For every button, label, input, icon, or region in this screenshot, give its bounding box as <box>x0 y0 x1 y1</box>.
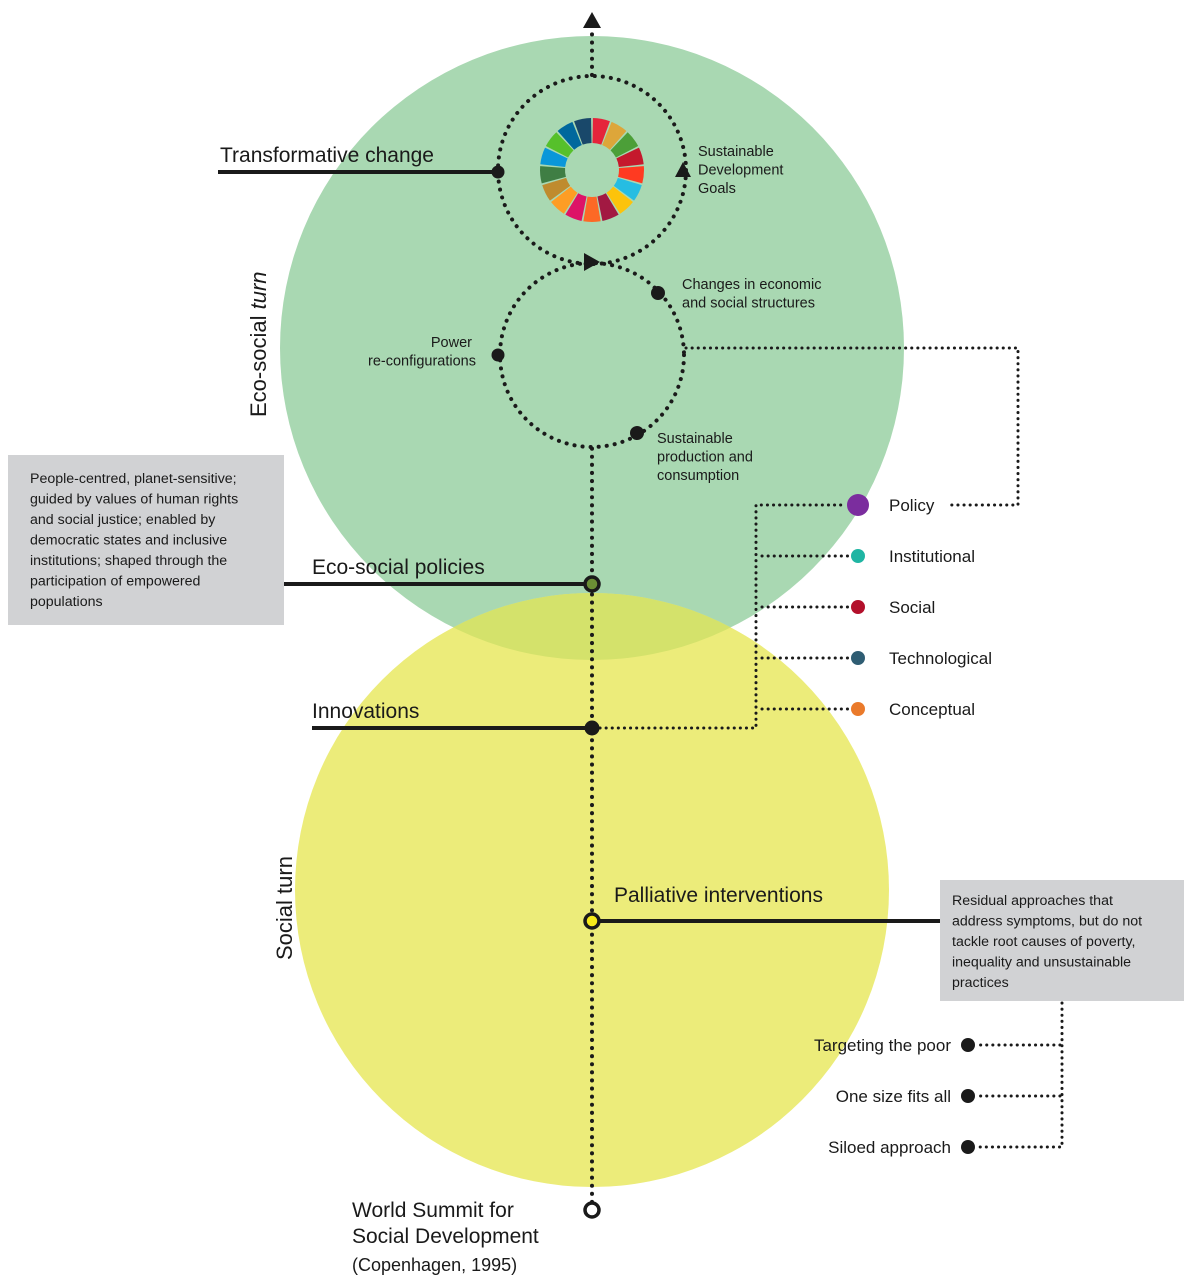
sdg-wheel-segment <box>542 177 571 201</box>
structural-change-loop <box>498 261 686 449</box>
innovation-type-label: Social <box>889 598 935 617</box>
innovation-type-label: Conceptual <box>889 700 975 719</box>
sdg-wheel-segment <box>606 186 633 214</box>
sdg-wheel-segment <box>540 166 566 184</box>
innovation-type-label: Technological <box>889 649 992 668</box>
sdg-wheel-segment <box>557 121 582 150</box>
residual-connector <box>976 1001 1064 1149</box>
residual-approach-label: One size fits all <box>836 1087 951 1106</box>
sdg-wheel-segment <box>545 132 574 158</box>
arrow-up-icon <box>583 12 601 28</box>
social-dot-icon <box>851 600 865 614</box>
eco-social-policies-box <box>8 455 284 625</box>
sdg-wheel-segment <box>583 196 601 222</box>
production-consumption-label: Sustainable production and consumption <box>657 431 757 484</box>
palliative-node <box>583 912 601 930</box>
social-circle <box>295 593 889 1187</box>
sdg-label: Sustainable Development Goals <box>698 144 787 197</box>
innovation-type-label: Institutional <box>889 547 975 566</box>
siloed-node <box>961 1140 975 1154</box>
production-node <box>630 426 644 440</box>
palliative-interventions-label: Palliative interventions <box>614 884 823 907</box>
structures-to-policy-connector <box>684 346 1020 507</box>
technological-dot-icon <box>851 651 865 665</box>
box-text-line: practices <box>952 975 1009 991</box>
sdg-wheel-segment <box>540 147 568 168</box>
transformative-change-label: Transformative change <box>220 144 434 167</box>
summit-label: World Summit for Social Development (Cop… <box>352 1199 545 1275</box>
one-size-node <box>961 1089 975 1103</box>
box-text-line: inequality and unsustainable <box>952 955 1131 971</box>
palliative-description: Residual approaches that address symptoms… <box>952 893 1142 991</box>
box-text-line: Residual approaches that <box>952 893 1113 909</box>
residual-approach-label: Siloed approach <box>828 1138 951 1157</box>
box-text-line: democratic states and inclusive <box>30 533 227 549</box>
sdg-wheel-icon <box>540 118 644 222</box>
residual-approach-label: Targeting the poor <box>814 1036 951 1055</box>
sdg-wheel-segment <box>597 193 619 221</box>
structural-change-node <box>651 286 665 300</box>
eco-social-turn-label: Eco-social turn <box>246 271 271 417</box>
box-text-line: institutions; shaped through the <box>30 553 227 569</box>
summit-start-node <box>583 1201 601 1219</box>
box-text-line: address symptoms, but do not <box>952 914 1142 930</box>
box-text-line: guided by values of human rights <box>30 492 238 508</box>
power-reconfigurations-label: Power re-configurations <box>368 335 476 370</box>
sdg-wheel-segment <box>616 147 644 168</box>
sdg-wheel-segment <box>551 186 578 214</box>
institutional-dot-icon <box>851 549 865 563</box>
sdg-wheel-segment <box>592 118 610 145</box>
cycle-arrow-icon <box>584 253 600 271</box>
sdg-wheel-segment <box>565 193 587 221</box>
sdg-wheel-segment <box>610 132 639 158</box>
box-text-line: populations <box>30 594 103 610</box>
structural-change-label: Changes in economic and social structure… <box>682 277 825 312</box>
sdg-wheel-segment <box>618 166 644 184</box>
innovation-type-label: Policy <box>889 496 935 515</box>
innovations-connector <box>598 503 844 730</box>
conceptual-dot-icon <box>851 702 865 716</box>
palliative-description-box <box>940 880 1184 1001</box>
box-text-line: People-centred, planet-sensitive; <box>30 471 237 487</box>
box-text-line: participation of empowered <box>30 574 200 590</box>
cycle-arrow-icon <box>675 162 691 177</box>
sdg-wheel-segment <box>574 118 592 145</box>
box-text-line: tackle root causes of poverty, <box>952 934 1135 950</box>
eco-social-policies-description: People-centred, planet-sensitive; guided … <box>30 471 238 610</box>
sdg-wheel-segment <box>613 177 642 201</box>
sdg-wheel-segment <box>602 121 627 150</box>
power-node <box>491 348 505 362</box>
targeting-node <box>961 1038 975 1052</box>
social-turn-label: Social turn <box>272 856 297 960</box>
policy-dot-icon <box>847 494 869 516</box>
box-text-line: and social justice; enabled by <box>30 512 216 528</box>
eco-social-policies-label: Eco-social policies <box>312 556 485 579</box>
eco-social-circle <box>280 36 904 660</box>
eco-social-policies-node <box>583 575 601 593</box>
innovations-node <box>584 720 600 736</box>
innovations-label: Innovations <box>312 700 419 723</box>
